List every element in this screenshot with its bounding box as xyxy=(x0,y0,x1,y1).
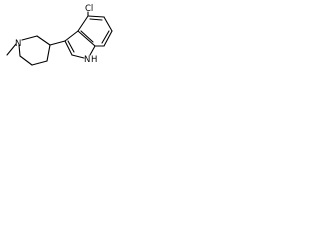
bond-c2-n1 xyxy=(71,54,85,59)
indole-hydrogen-label: H xyxy=(91,55,97,65)
bond-c6-c7 xyxy=(103,30,113,47)
bond-piperidine-indole xyxy=(49,40,66,46)
bond-c6-c7-double xyxy=(101,30,110,44)
bond-c6-n xyxy=(18,44,21,57)
bond-n1-c7a xyxy=(89,45,96,56)
bond-c2-c3 xyxy=(36,35,51,46)
bond-c3-c3a xyxy=(64,30,79,42)
bond-c3a-c7a xyxy=(77,30,96,47)
bond-n-c2 xyxy=(21,35,38,41)
indole-ring xyxy=(64,11,113,59)
bond-c3a-c7a-inner xyxy=(80,30,94,43)
bond-c2-c3-double xyxy=(67,40,75,53)
bond-c3-c4 xyxy=(46,44,51,62)
bond-c4-c5-double xyxy=(89,18,103,21)
piperidine-nitrogen-label: N xyxy=(15,39,21,49)
bond-c3-c2 xyxy=(64,40,73,56)
bond-c5-c6 xyxy=(19,55,33,66)
chemical-structure-diagram: Cl N N H xyxy=(6,4,113,66)
bond-c3a-c4 xyxy=(77,15,89,32)
bond-methyl-n xyxy=(6,43,17,56)
chlorine-atom-label: Cl xyxy=(85,4,93,14)
piperidine-ring xyxy=(6,35,51,66)
indole-nitrogen-label: N xyxy=(84,55,90,65)
bond-c4-c5 xyxy=(87,15,105,18)
bond-c5-c6 xyxy=(103,16,113,32)
bond-c4-c5 xyxy=(31,60,48,66)
